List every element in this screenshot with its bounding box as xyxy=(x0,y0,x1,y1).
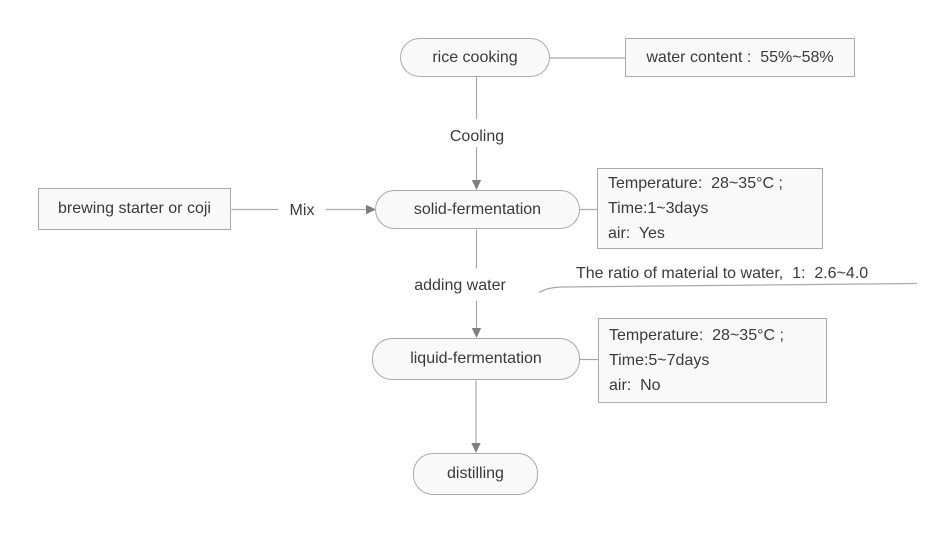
solid-conditions-temperature: Temperature: 28~35°C ; xyxy=(608,175,783,192)
edge-label-mix: Mix xyxy=(289,202,315,219)
node-brewing-starter: brewing starter or coji xyxy=(38,188,231,230)
liquid-conditions-temperature: Temperature: 28~35°C ; xyxy=(609,327,784,344)
note-water-content: water content : 55%~58% xyxy=(625,38,855,77)
arrowhead-into-liquid-fermentation xyxy=(471,328,482,338)
note-solid-fermentation-conditions: Temperature: 28~35°C ; Time:1~3days air:… xyxy=(597,168,823,249)
node-solid-fermentation-label: solid-fermentation xyxy=(413,200,542,218)
edge-label-cooling: Cooling xyxy=(449,128,505,145)
liquid-conditions-time: Time:5~7days xyxy=(609,352,710,369)
node-distilling: distilling xyxy=(413,453,538,495)
node-liquid-fermentation: liquid-fermentation xyxy=(372,338,580,380)
ratio-note-leader-line xyxy=(538,282,918,294)
node-rice-cooking-label: rice cooking xyxy=(432,48,518,66)
edge-label-ratio-note: The ratio of material to water, 1: 2.6~4… xyxy=(576,265,869,282)
node-rice-cooking: rice cooking xyxy=(400,38,550,77)
edge-label-adding-water: adding water xyxy=(414,277,506,294)
arrowhead-into-solid-fermentation xyxy=(471,180,482,190)
node-liquid-fermentation-label: liquid-fermentation xyxy=(410,350,542,367)
solid-conditions-air: air: Yes xyxy=(608,225,665,242)
node-solid-fermentation: solid-fermentation xyxy=(375,190,580,229)
solid-conditions-time: Time:1~3days xyxy=(608,200,709,217)
node-brewing-starter-label: brewing starter or coji xyxy=(58,200,211,217)
liquid-conditions-air: air: No xyxy=(609,377,661,394)
note-liquid-fermentation-conditions: Temperature: 28~35°C ; Time:5~7days air:… xyxy=(598,318,827,403)
note-water-content-label: water content : 55%~58% xyxy=(646,48,834,66)
node-distilling-label: distilling xyxy=(447,465,504,482)
arrowhead-into-distilling xyxy=(471,443,481,453)
